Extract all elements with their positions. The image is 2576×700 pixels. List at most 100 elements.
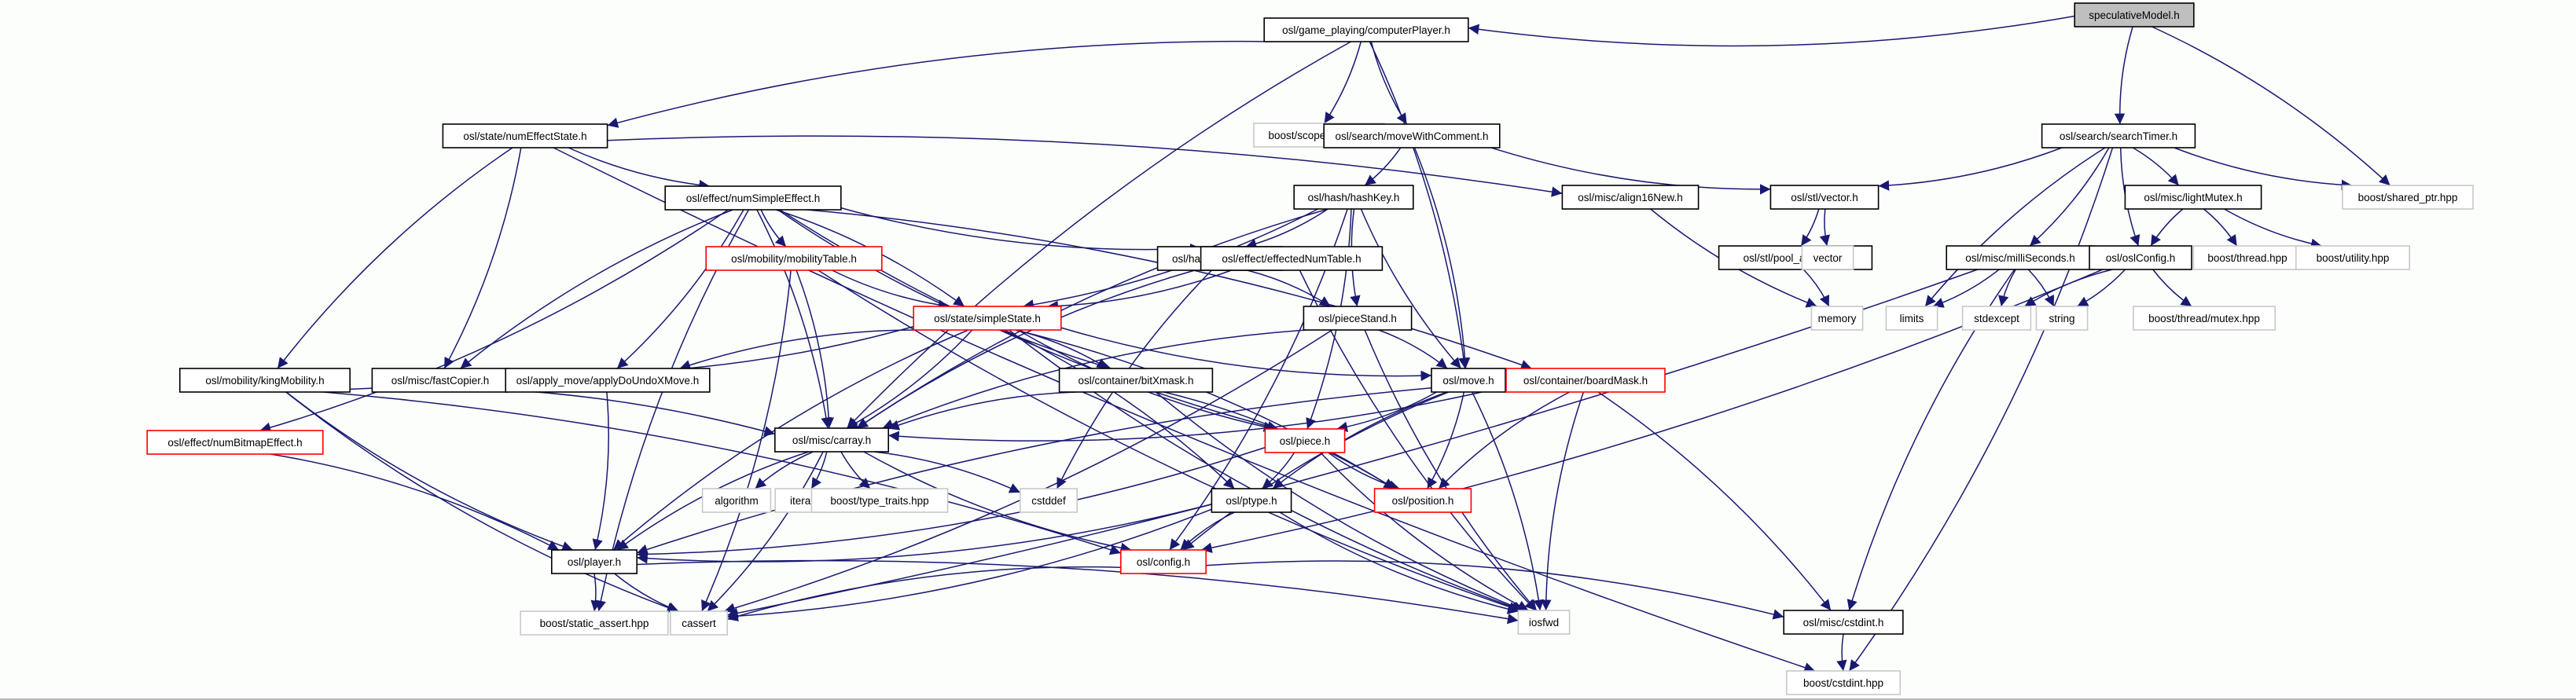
include-edge-move-to-config (1182, 391, 1450, 551)
node-hashKey[interactable]: osl/hash/hashKey.h (1293, 185, 1414, 210)
edge-line (1597, 391, 1832, 611)
edge-line (2024, 269, 2113, 307)
node-align16New[interactable]: osl/misc/align16New.h (1561, 185, 1700, 210)
include-edge-stlVector-to-vector (1819, 208, 1830, 247)
edge-line (1206, 560, 1784, 620)
node-box (1058, 368, 1214, 393)
edge-line (1427, 391, 1465, 489)
node-carray[interactable]: osl/misc/carray.h (774, 427, 889, 453)
edge-line (2152, 269, 2192, 307)
node-moveWithComment[interactable]: osl/search/moveWithComment.h (1323, 123, 1501, 148)
edge-line (2203, 208, 2238, 247)
include-edge-milliSeconds-to-limits (1932, 269, 2000, 308)
node-piece[interactable]: osl/piece.h (1264, 428, 1346, 453)
node-shared_ptr: boost/shared_ptr.hpp (2342, 185, 2474, 210)
node-algorithm: algorithm (701, 488, 772, 513)
node-label: osl/move.h (1442, 375, 1494, 387)
include-edge-pieceStand-to-iosfwd (1364, 329, 1538, 611)
include-edge-searchTimer-to-limits (1924, 147, 2106, 307)
node-stlVector[interactable]: osl/stl/vector.h (1769, 185, 1880, 210)
node-numEffectState[interactable]: osl/state/numEffectState.h (442, 123, 608, 148)
node-box (2295, 245, 2411, 270)
edge-line (2132, 147, 2180, 186)
edge-line (810, 451, 828, 489)
include-edge-boardMask-to-position (1438, 391, 1571, 489)
node-pieceStand[interactable]: osl/pieceStand.h (1303, 306, 1413, 331)
node-box (2089, 245, 2192, 270)
edge-line (259, 209, 729, 433)
edge-line (2114, 26, 2133, 125)
edge-line (592, 391, 610, 551)
node-box (2192, 245, 2302, 270)
node-label: osl/player.h (568, 556, 621, 568)
node-effectedNumTable[interactable]: osl/effect/effectedNumTable.h (1200, 246, 1384, 271)
edge-line (856, 269, 1196, 429)
edge-line (1878, 147, 2063, 191)
node-box (1373, 488, 1472, 513)
node-applyDoUndoXMove[interactable]: osl/apply_move/applyDoUndoXMove.h (505, 368, 711, 393)
edge-line (1848, 147, 2114, 672)
node-speculativeModel[interactable]: speculativeModel.h (2074, 2, 2195, 27)
node-config[interactable]: osl/config.h (1120, 549, 1207, 574)
node-milliSeconds[interactable]: osl/misc/milliSeconds.h (1946, 245, 2095, 270)
edge-line (756, 209, 832, 429)
include-edge-speculativeModel-to-shared_ptr (2152, 26, 2391, 186)
include-edge-oslConfig-to-mutex (2152, 269, 2192, 307)
node-position[interactable]: osl/position.h (1373, 488, 1472, 513)
node-label: cstddef (1031, 495, 1066, 507)
node-kingMobility[interactable]: osl/mobility/kingMobility.h (179, 368, 351, 393)
include-edge-kingMobility-to-cassert (285, 391, 678, 613)
node-static_assert: boost/static_assert.hpp (520, 610, 669, 636)
node-bitXmask[interactable]: osl/container/bitXmask.h (1058, 368, 1214, 393)
node-fastCopier[interactable]: osl/misc/fastCopier.h (371, 368, 509, 393)
include-edge-simpleState-to-carray (846, 329, 973, 429)
node-player[interactable]: osl/player.h (550, 549, 638, 574)
include-edge-computerPlayer-to-moveWithComment (1370, 41, 1408, 125)
edge-line (1320, 452, 1529, 611)
include-edge-numSimpleEffect-to-applyDoUndoXMove (616, 209, 744, 369)
node-label: stdexcept (1974, 313, 2019, 324)
node-ptype[interactable]: osl/ptype.h (1211, 488, 1292, 513)
include-edge-boardMask-to-carray (888, 386, 1507, 442)
node-label: osl/config.h (1137, 556, 1190, 568)
node-mobilityTable[interactable]: osl/mobility/mobilityTable.h (705, 246, 883, 271)
node-box (1505, 368, 1666, 393)
include-edge-oslConfig-to-string (2077, 269, 2126, 307)
node-label: osl/hash/hashKey.h (1308, 192, 1400, 203)
include-edge-piece-to-iosfwd (1320, 452, 1529, 611)
include-edge-speculativeModel-to-computerPlayer (1468, 15, 2075, 47)
include-edge-moveWithComment-to-move (1413, 147, 1471, 369)
node-iosfwd: iosfwd (1517, 610, 1571, 635)
edge-line (1490, 147, 1771, 195)
node-move[interactable]: osl/move.h (1431, 368, 1506, 393)
edge-line (679, 329, 916, 371)
edge-line (350, 387, 775, 437)
node-label: limits (1900, 313, 1924, 324)
node-numBitmapEffect[interactable]: osl/effect/numBitmapEffect.h (146, 430, 324, 455)
edge-line (863, 451, 1132, 554)
edge-line (1155, 391, 1524, 612)
node-mutex: boost/thread/mutex.hpp (2133, 306, 2277, 331)
node-simpleState[interactable]: osl/state/simpleState.h (913, 306, 1062, 331)
edge-line (1360, 208, 1462, 369)
node-label: osl/misc/lightMutex.h (2144, 192, 2242, 203)
node-box (146, 430, 324, 455)
node-label: osl/stl/vector.h (1791, 192, 1858, 203)
nodes-layer: speculativeModel.h osl/game_playing/compu… (146, 2, 2474, 695)
node-box (2124, 185, 2262, 210)
node-label: boost/thread.hpp (2207, 252, 2287, 264)
edge-line (2027, 269, 2055, 307)
node-searchTimer[interactable]: osl/search/searchTimer.h (2041, 123, 2196, 148)
bottom-divider (0, 698, 2576, 700)
node-boardMask[interactable]: osl/container/boardMask.h (1505, 368, 1666, 393)
node-computerPlayer[interactable]: osl/game_playing/computerPlayer.h (1263, 17, 1469, 42)
node-lightMutex[interactable]: osl/misc/lightMutex.h (2124, 185, 2262, 210)
include-edge-mobilityTable-to-simpleState (832, 269, 950, 310)
node-numSimpleEffect[interactable]: osl/effect/numSimpleEffect.h (664, 185, 842, 211)
node-label: osl/oslConfig.h (2106, 252, 2176, 264)
include-edge-moveWithComment-to-hashKey (1364, 147, 1402, 186)
include-edge-pool_allocator-to-memory (1802, 269, 1830, 307)
node-oslConfig[interactable]: osl/oslConfig.h (2089, 245, 2192, 270)
node-cstdint_h[interactable]: osl/misc/cstdint.h (1783, 610, 1904, 635)
